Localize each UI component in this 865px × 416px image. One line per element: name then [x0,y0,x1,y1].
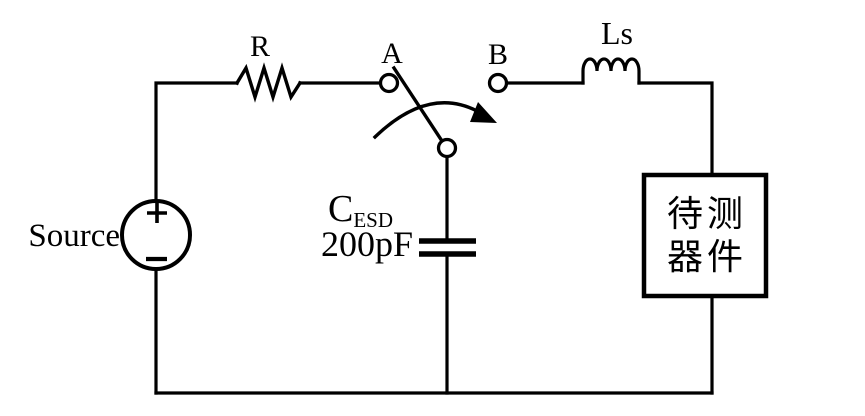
capacitor-label: CESD [328,188,393,232]
capacitor-value-label: 200pF [321,224,413,264]
node-a-label: A [381,37,403,70]
wire-source-to-resistor [154,81,239,203]
capacitor-symbol-text: C [328,188,353,230]
inductor-label: Ls [601,15,633,51]
switch-arrow-head [470,102,497,123]
node-b-label: B [488,38,508,71]
node-a-terminal [378,72,400,94]
dut-box [641,172,769,299]
dut-label-line2: 器件 [667,237,747,277]
source-label: Source [28,218,120,254]
switch-arrow-arc [372,101,480,140]
inductor-symbol [581,57,641,85]
node-b-terminal [487,72,509,94]
resistor-symbol [234,62,303,103]
resistor-label: R [250,30,270,63]
capacitor-subscript-text: ESD [353,208,393,232]
switch-pole-terminal [436,137,458,159]
wire-inductor-to-dut [637,81,714,177]
dut-label-line1: 待测 [667,194,747,234]
voltage-source-circle [120,199,192,271]
switch-lever [391,65,445,144]
